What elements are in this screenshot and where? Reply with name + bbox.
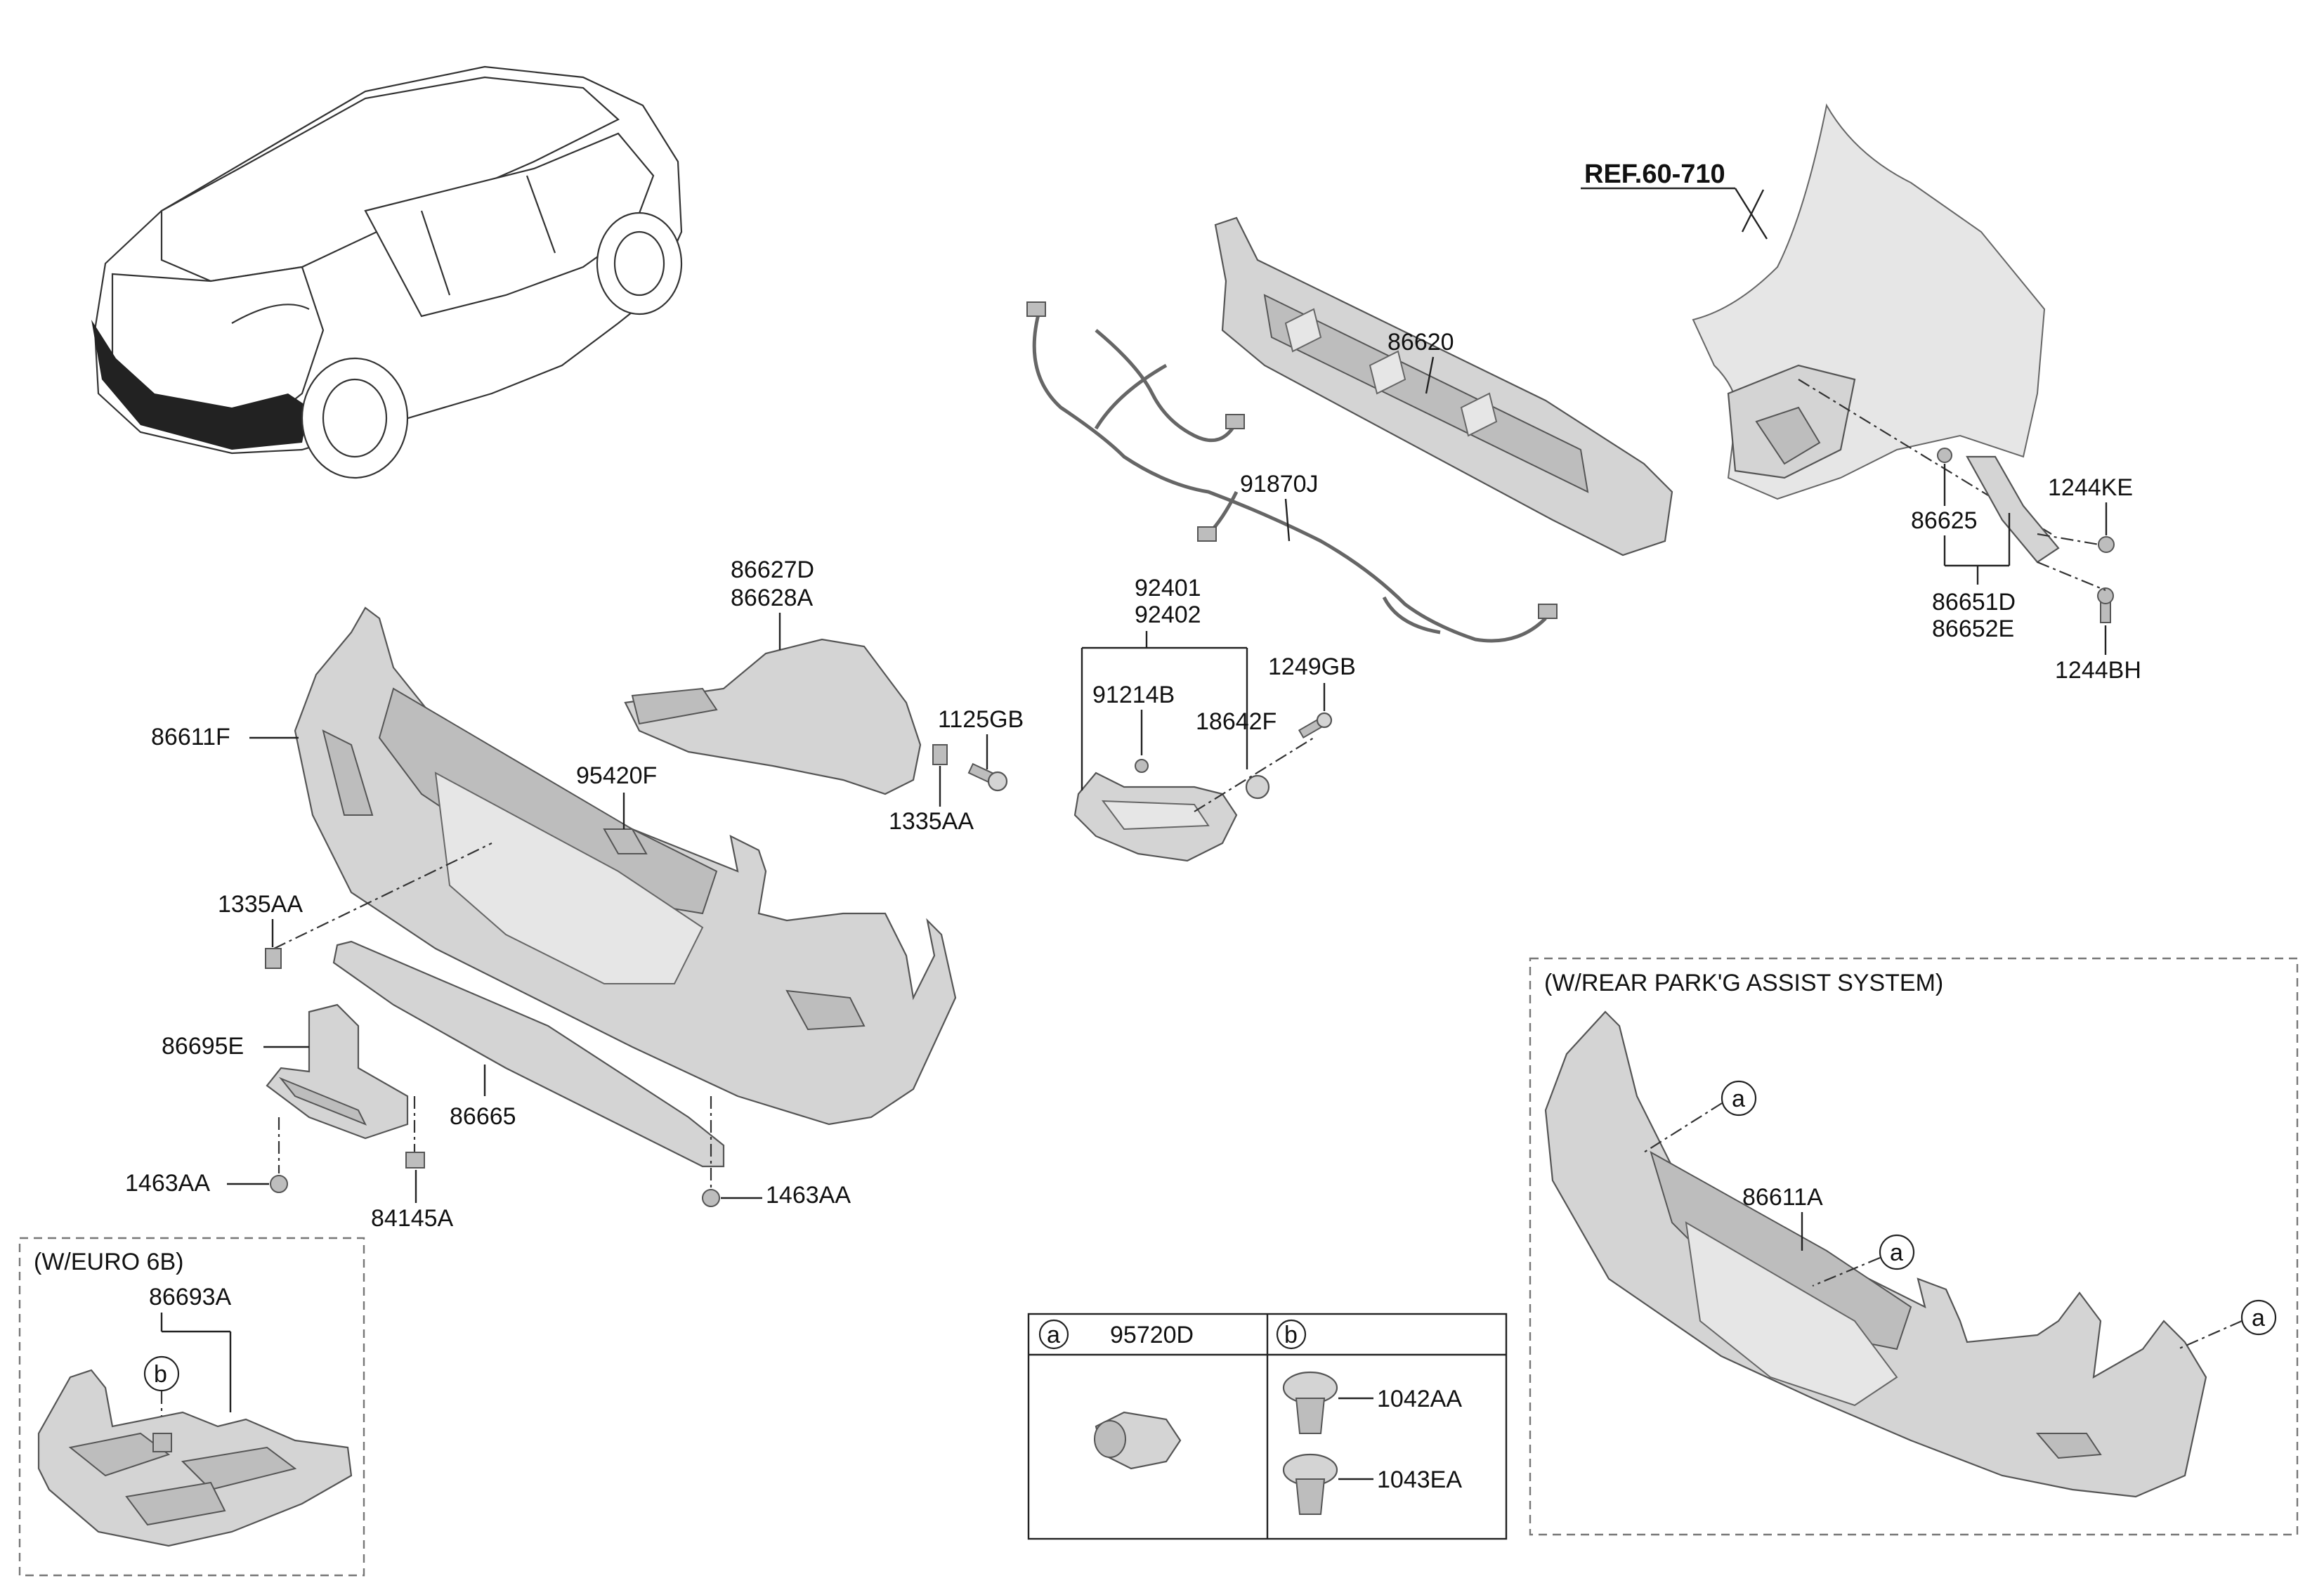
nut-1463aa-left <box>270 1175 288 1193</box>
parking-sensor-part <box>1094 1411 1182 1470</box>
legend-a-part: 95720D <box>1110 1322 1194 1348</box>
label-84145A: 84145A <box>371 1205 454 1232</box>
rear-lamp-assembly <box>1073 759 1238 862</box>
label-1244BH: 1244BH <box>2055 657 2141 684</box>
screw-1244ke <box>2098 536 2115 553</box>
label-1335AA-left: 1335AA <box>218 891 303 918</box>
clip-1043ea-part <box>1282 1453 1338 1515</box>
callout-b-label: b <box>154 1361 167 1388</box>
callout-a-circle-3 <box>2240 1299 2277 1336</box>
label-86693A: 86693A <box>149 1284 232 1310</box>
under-cover-86693a-part <box>37 1369 353 1547</box>
label-1249GB: 1249GB <box>1268 653 1356 680</box>
park-assist-variant-box <box>1529 957 2299 1536</box>
label-86625: 86625 <box>1911 507 1978 534</box>
label-86651D: 86651D <box>1932 589 2016 616</box>
clip-1335aa-left <box>265 948 282 969</box>
euro-6b-variant-box <box>18 1237 365 1577</box>
clip-1042aa-part <box>1282 1371 1338 1434</box>
wiring-harness-part <box>1026 301 1558 643</box>
screw-1244bh <box>2097 587 2114 623</box>
callout-b-circle <box>143 1355 180 1392</box>
legend-b-part1: 1042AA <box>1377 1386 1462 1412</box>
label-86695E: 86695E <box>162 1033 244 1060</box>
grommet-84145a <box>405 1152 425 1169</box>
label-92402: 92402 <box>1135 601 1201 628</box>
callout-a-label-3: a <box>2252 1305 2265 1332</box>
callout-a-circle-2 <box>1879 1234 1915 1270</box>
label-1244KE: 1244KE <box>2048 474 2133 501</box>
callout-a-label-2: a <box>1890 1239 1903 1266</box>
label-1463AA-left: 1463AA <box>125 1170 210 1197</box>
euro-box-title: (W/EURO 6B) <box>34 1249 183 1275</box>
label-91870J: 91870J <box>1240 471 1319 497</box>
label-1463AA-right: 1463AA <box>766 1182 851 1209</box>
label-86611A: 86611A <box>1742 1184 1823 1211</box>
legend-b-part2: 1043EA <box>1377 1466 1462 1493</box>
bracket-86651d <box>1966 455 2060 564</box>
callout-a-circle-1 <box>1721 1080 1757 1117</box>
label-95420F: 95420F <box>576 762 657 789</box>
label-86665: 86665 <box>450 1103 516 1130</box>
label-1125GB: 1125GB <box>938 706 1024 733</box>
bumper-side-cover-part <box>624 638 922 795</box>
label-86652E: 86652E <box>1932 616 2014 642</box>
reference-label: REF.60-710 <box>1584 160 1725 189</box>
vehicle-locator-illustration <box>91 65 683 479</box>
bracket-95420f <box>603 828 648 854</box>
label-92401: 92401 <box>1135 575 1201 601</box>
lower-diffuser-part <box>332 940 725 1168</box>
rear-bumper-cover-part <box>294 606 957 1126</box>
screw-1249gb <box>1298 712 1333 739</box>
quarter-panel-reference <box>1692 103 2046 500</box>
label-91214B: 91214B <box>1092 682 1175 708</box>
under-cover-part <box>266 1003 409 1140</box>
legend-b-key: b <box>1284 1322 1298 1348</box>
label-86620: 86620 <box>1388 329 1454 356</box>
label-86628A: 86628A <box>731 585 814 611</box>
energy-absorber-part <box>1214 216 1673 557</box>
callout-a-label-1: a <box>1732 1086 1745 1112</box>
park-box-title: (W/REAR PARK'G ASSIST SYSTEM) <box>1544 970 1943 996</box>
nut-86625 <box>1937 448 1952 463</box>
nut-1463aa-right <box>702 1189 720 1207</box>
legend-a-key: a <box>1047 1322 1060 1348</box>
label-86611F: 86611F <box>151 724 230 750</box>
label-1335AA-top: 1335AA <box>889 808 974 835</box>
bulb-18642f <box>1245 774 1270 800</box>
clip-1335aa-top <box>932 744 948 765</box>
rear-bumper-86611a-part <box>1544 1010 2207 1498</box>
label-18642F: 18642F <box>1196 708 1277 735</box>
bolt-1125gb <box>967 762 1008 792</box>
label-86627D: 86627D <box>731 557 814 583</box>
